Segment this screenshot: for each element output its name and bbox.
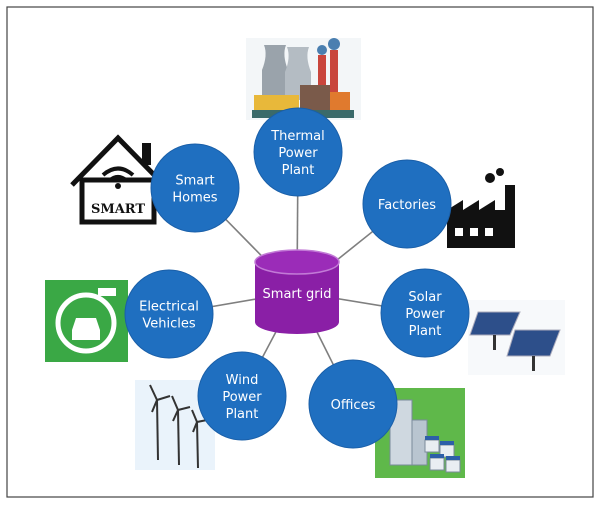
node-circle [150, 143, 240, 233]
node-label: Homes [172, 191, 217, 206]
node-label: Power [405, 307, 445, 322]
node-factories: Factories [362, 159, 452, 249]
node-label: Smart [175, 174, 214, 189]
hub-label: Smart grid [263, 287, 332, 302]
node-circle [380, 268, 470, 358]
node-circle [253, 107, 343, 197]
node-label: Plant [282, 163, 315, 178]
node-label: Plant [409, 324, 442, 339]
node-label: Power [222, 390, 262, 405]
node-circle [362, 159, 452, 249]
node-circle [308, 359, 398, 449]
solar-panel-icon [468, 300, 565, 375]
node-label: Solar [408, 290, 442, 305]
node-label: Plant [226, 407, 259, 422]
electric-vehicle-icon [45, 280, 128, 362]
factory-icon [443, 168, 528, 250]
node-label: Wind [226, 373, 259, 388]
node-label: Electrical [139, 300, 199, 315]
node-label: Offices [331, 398, 376, 413]
node-circle [197, 351, 287, 441]
svg-text:SMART: SMART [91, 202, 145, 217]
thermal-power-plant-icon [246, 38, 361, 120]
smart-grid-hub: Smart grid [254, 249, 340, 334]
node-label: Vehicles [142, 317, 195, 332]
node-label: Power [278, 146, 318, 161]
node-label: Factories [378, 198, 436, 213]
node-label: Thermal [270, 129, 325, 144]
node-circle [124, 269, 214, 359]
node-offices: Offices [308, 359, 398, 449]
